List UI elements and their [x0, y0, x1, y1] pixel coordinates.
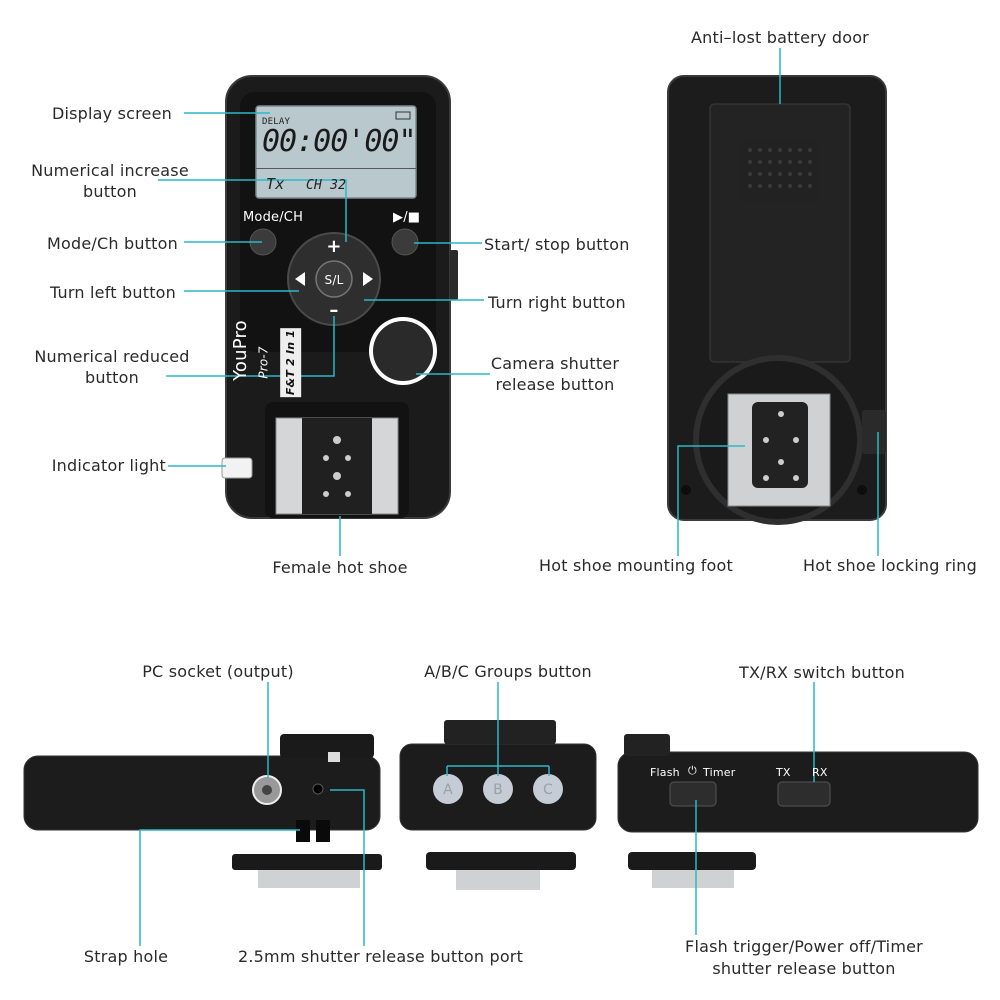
play-stop-key-label: ▶/■ [393, 210, 421, 225]
label-shutter-port: 2.5mm shutter release button port [238, 947, 524, 966]
power-icon: ⏻ [688, 764, 697, 777]
label-display-screen: Display screen [51, 104, 172, 123]
switch-timer-label: Timer [703, 766, 736, 779]
minus-key-label[interactable]: – [329, 300, 339, 321]
label-pc-socket: PC socket (output) [142, 662, 294, 681]
switch-rx-label: RX [812, 766, 828, 779]
start-stop-button[interactable] [391, 228, 419, 256]
label-flash-trigger-2: shutter release button [712, 959, 896, 978]
label-hot-shoe-ring: Hot shoe locking ring [802, 556, 978, 575]
flash-timer-switch[interactable] [669, 781, 717, 807]
label-mode-ch-button: Mode/Ch button [47, 234, 178, 253]
strap-hole [296, 820, 310, 842]
lcd-mode-text: DELAY [262, 117, 291, 127]
group-c-label: C [543, 782, 553, 798]
front-view-device [221, 75, 458, 519]
shutter-release-port[interactable] [312, 783, 324, 795]
label-strap-hole: Strap hole [83, 947, 169, 966]
label-abc-groups: A/B/C Groups button [424, 662, 592, 681]
label-numerical-reduced-2: button [85, 368, 139, 387]
leader-lines [139, 48, 879, 946]
display-screen [255, 105, 417, 199]
model-label: Pro-7 [256, 346, 271, 379]
label-female-hot-shoe: Female hot shoe [272, 558, 408, 577]
turn-right-arrow-icon[interactable] [363, 272, 373, 286]
side-view-left [23, 734, 382, 888]
group-a-button[interactable] [433, 774, 463, 804]
plus-key-label[interactable]: + [326, 236, 342, 257]
turn-left-arrow-icon[interactable] [295, 272, 305, 286]
subtitle-label: F&T 2 In 1 [280, 327, 302, 398]
label-turn-left: Turn left button [50, 283, 176, 302]
label-numerical-increase-2: button [83, 182, 137, 201]
group-b-label: B [493, 782, 503, 798]
lcd-channel-text: CH 32 [306, 178, 347, 193]
label-turn-right: Turn right button [488, 293, 626, 312]
label-txrx-switch: TX/RX switch button [738, 663, 906, 682]
label-indicator-light: Indicator light [51, 456, 166, 475]
lcd-tx-text: Tx [266, 175, 285, 193]
group-c-button[interactable] [533, 774, 563, 804]
label-camera-shutter-2: release button [495, 375, 615, 394]
brand-logo: YouPro [229, 320, 251, 381]
label-anti-lost-door: Anti–lost battery door [691, 28, 869, 47]
sl-button[interactable] [315, 260, 353, 298]
switch-tx-label: TX [776, 766, 791, 779]
group-a-label: A [443, 782, 453, 798]
indicator-light [221, 457, 253, 479]
label-flash-trigger: Flash trigger/Power off/Timer [685, 937, 923, 956]
mode-key-label: Mode/CH [243, 210, 304, 225]
label-start-stop: Start/ stop button [484, 235, 630, 254]
label-hot-shoe-foot: Hot shoe mounting foot [538, 556, 734, 575]
group-b-button[interactable] [483, 774, 513, 804]
back-view-device [667, 75, 887, 525]
lcd-time-text: 00:00'00" [262, 124, 417, 159]
sl-key-label: S/L [324, 273, 344, 287]
label-camera-shutter: Camera shutter [490, 354, 620, 373]
label-numerical-increase: Numerical increase [31, 161, 189, 180]
side-view-right [617, 734, 979, 888]
txrx-switch[interactable] [777, 781, 831, 807]
switch-flash-label: Flash [650, 766, 680, 779]
label-numerical-reduced: Numerical reduced [34, 347, 190, 366]
